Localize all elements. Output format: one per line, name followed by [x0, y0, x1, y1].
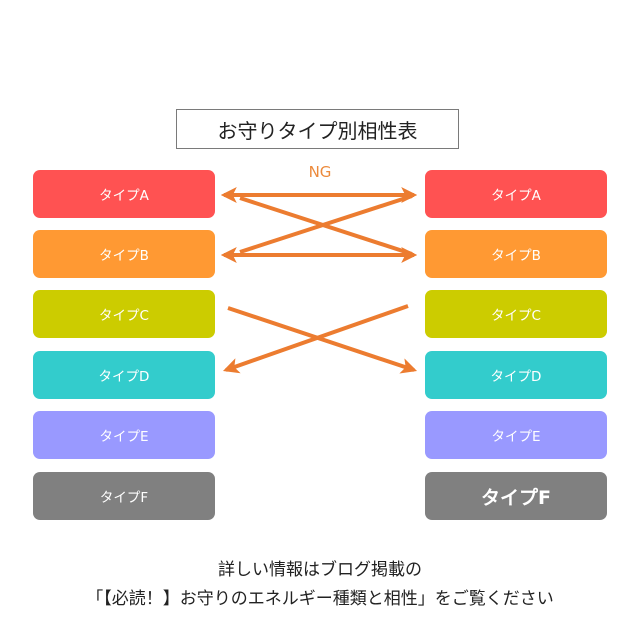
ng-label: NG: [308, 163, 332, 181]
right-type-e: タイプE: [425, 411, 607, 459]
right-type-f: タイプF: [425, 472, 607, 520]
left-type-e: タイプE: [33, 411, 215, 459]
arrow-c-to-d-reverse: [222, 304, 409, 374]
chart-title: お守りタイプ別相性表: [176, 109, 459, 149]
right-type-b: タイプB: [425, 230, 607, 278]
left-type-a: タイプA: [33, 170, 215, 218]
left-type-f: タイプF: [33, 472, 215, 520]
right-type-c: タイプC: [425, 290, 607, 338]
left-type-b: タイプB: [33, 230, 215, 278]
arrow-a-to-b: [239, 196, 413, 256]
right-type-d: タイプD: [425, 351, 607, 399]
left-type-c: タイプC: [33, 290, 215, 338]
left-type-d: タイプD: [33, 351, 215, 399]
right-type-a: タイプA: [425, 170, 607, 218]
arrow-c-to-d: [227, 306, 418, 374]
footer-line-1: 詳しい情報はブログ掲載の: [218, 560, 422, 580]
footer-line-2: 「【必読！】お守りのエネルギー種類と相性」をご覧ください: [86, 589, 554, 609]
arrow-b-to-a: [239, 194, 413, 254]
